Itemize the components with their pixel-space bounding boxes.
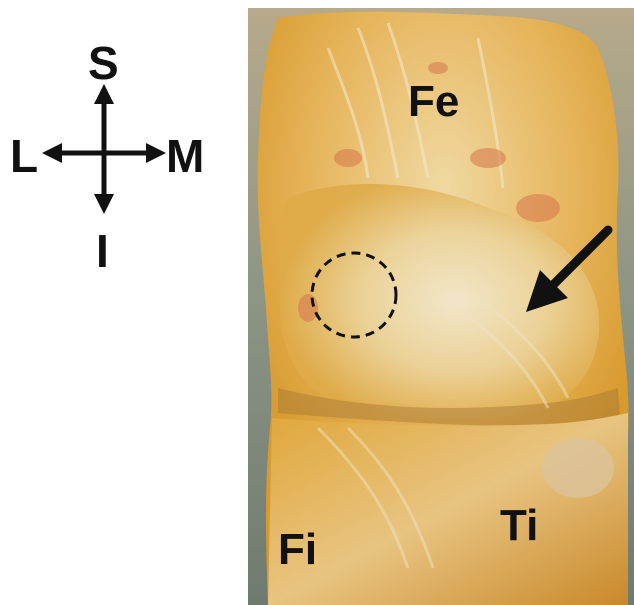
arrowhead-right-icon xyxy=(146,143,166,163)
compass-label-inferior: I xyxy=(96,225,109,277)
anatomical-photo: Fe Fi Ti xyxy=(248,8,634,605)
arrow-pointer xyxy=(526,225,613,312)
lower-leg-tissue xyxy=(268,413,628,605)
label-tibia: Ti xyxy=(500,501,539,550)
label-fibula: Fi xyxy=(278,525,318,574)
knee-specimen-image xyxy=(248,8,634,605)
arrowhead-down-icon xyxy=(94,194,114,214)
tissue-spots xyxy=(298,62,560,322)
arrowhead-up-icon xyxy=(94,84,114,104)
fibrous-strands-lower xyxy=(316,296,570,569)
compass-arrows xyxy=(42,84,166,214)
compass-label-superior: S xyxy=(88,37,119,89)
compass-label-medial: M xyxy=(166,130,205,182)
fibrous-strands-upper xyxy=(326,22,505,189)
orientation-compass: S I L M xyxy=(0,0,245,300)
arrowhead-left-icon xyxy=(42,143,62,163)
tibial-condyle xyxy=(542,438,614,498)
ligament-region xyxy=(279,184,600,420)
dashed-circle-marker xyxy=(310,251,398,339)
joint-line xyxy=(278,388,620,427)
compass-label-lateral: L xyxy=(10,130,39,182)
label-femur: Fe xyxy=(408,77,460,126)
